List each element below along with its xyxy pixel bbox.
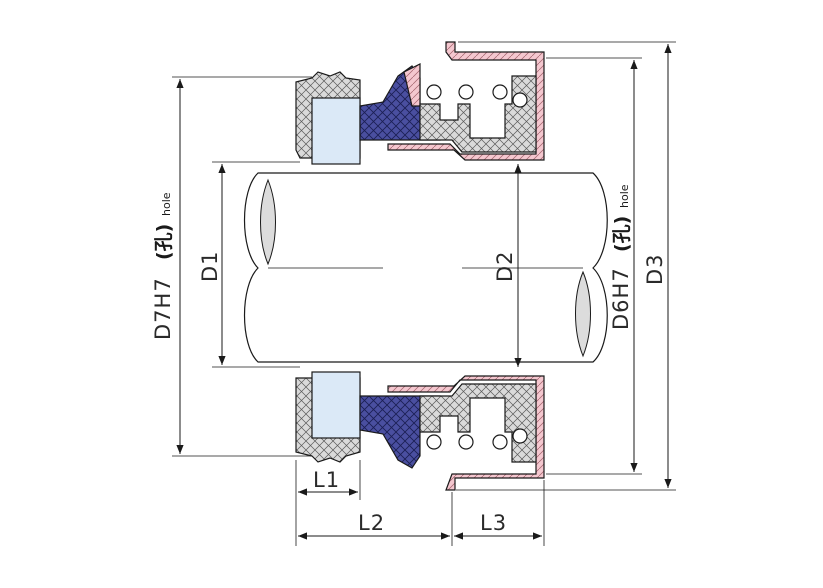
label-d6h7-text: D6H7 [609,267,633,330]
label-d6h7: D6H7 (孔) hole [609,184,633,330]
stationary-seat-ring [311,97,361,165]
label-d6h7-kong: (孔) [611,216,633,252]
spring-retainer-upper [419,75,537,153]
spring-coil [426,434,442,450]
retainer-case [387,375,545,491]
label-l2: L2 [358,511,385,535]
label-d3: D3 [643,253,667,285]
spring-coil [512,428,528,444]
shaft-break-left [260,178,276,266]
spring-coil [512,92,528,108]
label-d7h7-text: D7H7 [151,277,175,340]
spring-coil [426,84,442,100]
label-l3: L3 [480,511,507,535]
spring-retainer-lower [419,383,537,463]
label-d7h7-hole: hole [160,192,173,216]
shaft-break-right [575,270,591,358]
stationary-seat-ring [311,371,361,439]
label-l1: L1 [313,468,340,492]
label-d1: D1 [198,250,222,282]
dimension-lines [172,41,676,546]
shaft [244,172,608,363]
retainer-case [387,41,545,161]
label-d6h7-hole: hole [618,184,631,208]
label-d2: D2 [493,250,517,282]
label-d7h7: D7H7 (孔) hole [151,192,175,340]
spring-coil [458,84,474,100]
label-d7h7-kong: (孔) [153,224,175,260]
seal-upper-half [295,41,545,165]
seal-lower-half [295,371,545,491]
spring-coil [492,84,508,100]
spring-coil [492,434,508,450]
spring-coil [458,434,474,450]
